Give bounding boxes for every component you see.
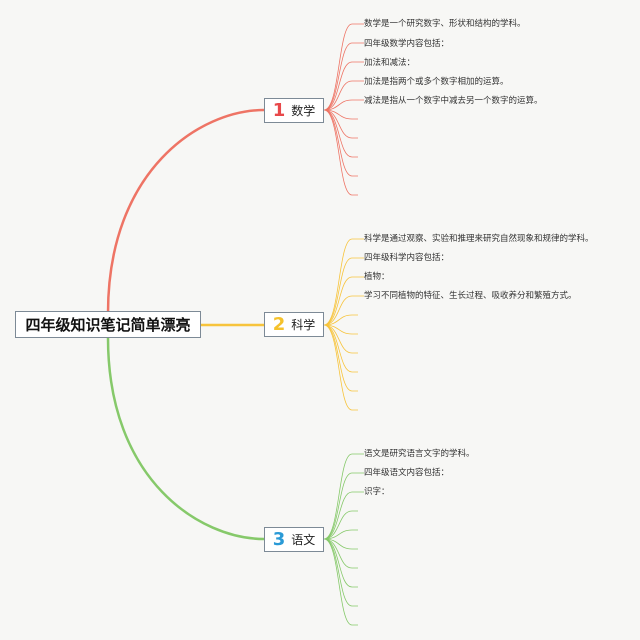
note-chinese-3: 识字： [364, 487, 390, 497]
leaf-connector-science [323, 238, 364, 326]
branch-node-chinese[interactable]: 3 语文 [264, 527, 324, 552]
note-science-1: 科学是通过观察、实验和推理来研究自然现象和规律的学科。 [364, 234, 594, 244]
branch-node-science[interactable]: 2 科学 [264, 312, 324, 337]
leaf-connector-chinese [323, 453, 364, 540]
note-math-5: 减法是指从一个数字中减去另一个数字的运算。 [364, 96, 543, 106]
branch-label-chinese: 语文 [291, 533, 316, 547]
note-science-3: 植物： [364, 272, 390, 282]
branch-connector-chinese [106, 336, 266, 541]
branch-label-math: 数学 [291, 104, 316, 118]
note-math-4: 加法是指两个或多个数字相加的运算。 [364, 77, 509, 87]
branch-number-science: 2 [272, 313, 286, 335]
leaf-connector-math [323, 61, 364, 111]
branch-node-math[interactable]: 1 数学 [264, 98, 324, 123]
leaf-connector-math [323, 109, 358, 120]
leaf-connector-chinese [323, 491, 364, 540]
root-node[interactable]: 四年级知识笔记简单漂亮 [15, 311, 201, 338]
leaf-connector-math [323, 109, 358, 158]
note-chinese-1: 语文是研究语言文字的学科。 [364, 449, 475, 459]
leaf-connector-chinese [323, 529, 358, 540]
note-science-4: 学习不同植物的特征、生长过程、吸收养分和繁殖方式。 [364, 291, 577, 301]
root-label: 四年级知识笔记简单漂亮 [25, 316, 191, 334]
leaf-connector-science [323, 314, 358, 326]
leaf-connector-science [323, 276, 364, 326]
leaf-connector-math [323, 42, 364, 111]
leaf-connector-chinese [323, 472, 364, 540]
leaf-connector-chinese [323, 538, 358, 588]
leaf-connector-math [323, 99, 364, 111]
note-math-2: 四年级数学内容包括： [364, 39, 450, 49]
branch-number-chinese: 3 [272, 528, 286, 550]
note-chinese-2: 四年级语文内容包括： [364, 468, 450, 478]
branch-label-science: 科学 [291, 318, 316, 332]
branch-connector-math [106, 108, 266, 315]
leaf-connector-science [323, 324, 358, 373]
leaf-connector-chinese [323, 510, 358, 540]
note-math-3: 加法和减法： [364, 58, 416, 68]
leaf-connector-science [323, 257, 364, 326]
leaf-connector-math [323, 23, 364, 111]
branch-number-math: 1 [272, 99, 286, 121]
leaf-connector-math [323, 80, 364, 111]
leaf-connector-science [323, 295, 364, 326]
leaf-connector-science [323, 324, 358, 335]
leaf-connector-chinese [323, 538, 358, 569]
leaf-connector-chinese [323, 538, 358, 550]
note-math-1: 数学是一个研究数字、形状和结构的学科。 [364, 19, 526, 29]
note-science-2: 四年级科学内容包括： [364, 253, 450, 263]
